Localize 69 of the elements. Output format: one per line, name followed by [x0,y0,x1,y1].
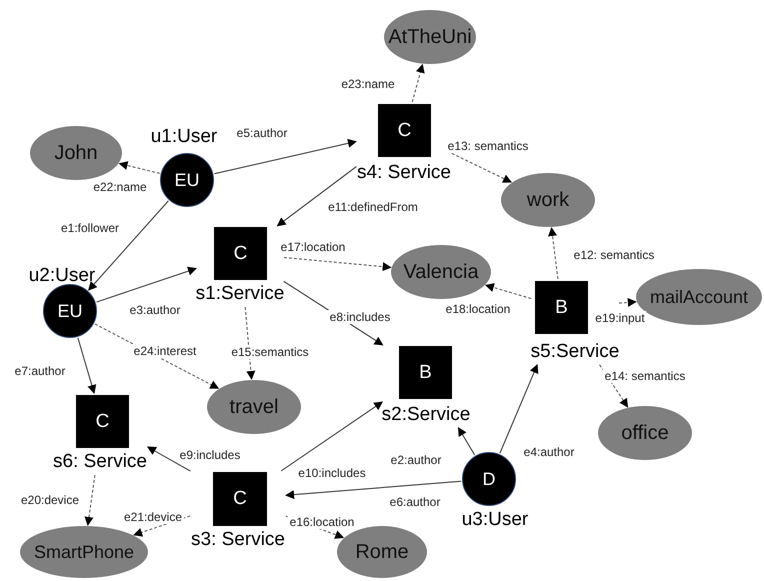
node-caption: u2:User [28,265,96,287]
edge-label: e23:name [339,77,397,91]
arrow [499,364,538,454]
edge-label: e2:author [388,453,444,467]
node-caption: s3: Service [190,529,286,551]
node-caption: s5:Service [530,341,620,363]
edge-label: e13: semantics [446,139,530,153]
edge-label: e19:input [593,311,647,325]
arrow [77,337,96,394]
arrow [214,138,357,174]
user-circle: EU [160,153,214,207]
value-ellipse: Valencia [391,245,491,299]
arrow [146,446,191,472]
user-circle: EU [43,284,97,338]
edge-label: e10:includes [296,466,368,480]
edge-label: e7:author [12,364,68,378]
user-circle: D [462,452,516,506]
edge-label: e1:follower [58,221,122,235]
value-ellipse: office [598,406,692,460]
dashed-arrow [451,152,512,183]
arrow [88,200,169,291]
dashed-arrow [284,257,392,272]
dashed-arrow [84,474,96,526]
service-square: C [213,472,267,526]
arrow [280,401,384,472]
arrow [276,166,357,226]
edge-label: e8:includes [328,310,392,324]
edge-label: e6:author [388,495,442,509]
node-caption: s2:Service [380,404,472,426]
edge-label: e14: semantics [602,369,688,383]
edge-label: e15:semantics [229,345,311,359]
edge-label: e11:definedFrom [326,200,420,214]
edge-label: e12: semantics [572,248,656,262]
edge-label: e4:author [522,445,576,459]
node-caption: s4: Service [356,162,452,184]
service-square: B [535,281,588,334]
arrow [96,266,197,303]
edge-label: e24:interest [132,344,198,358]
service-square: B [399,346,452,399]
service-square: C [214,227,267,280]
dashed-arrow [244,306,256,380]
value-ellipse: AtTheUni [384,10,476,64]
value-ellipse: SmartPhone [20,526,148,578]
dashed-arrow [618,298,637,307]
node-caption: s6: Service [52,451,148,473]
node-caption: s1:Service [194,283,286,305]
edge-label: e3:author [128,303,182,317]
value-ellipse: work [501,173,595,227]
edge-label: e18:location [444,302,512,316]
edge-label: e22:name [91,180,149,194]
service-square: C [76,395,129,448]
edge-label: e21:device [122,510,184,524]
dashed-arrow [485,283,532,300]
value-ellipse: travel [207,380,301,434]
dashed-arrow [548,227,558,280]
dashed-arrow [412,64,425,103]
edge-label: e17:location [278,240,348,254]
value-ellipse: John [30,126,122,180]
dashed-arrow [118,161,160,174]
arrow [285,480,462,500]
edge-label: e9:includes [178,448,242,462]
service-square: C [378,104,431,157]
arrow [458,426,476,456]
edge-label: e16:location [288,515,356,529]
edge-label: e20:device [18,493,82,507]
edge-label: e5:author [234,126,290,140]
node-caption: u1:User [150,126,218,148]
node-caption: u3:User [460,509,530,531]
value-ellipse: Rome [337,526,427,578]
